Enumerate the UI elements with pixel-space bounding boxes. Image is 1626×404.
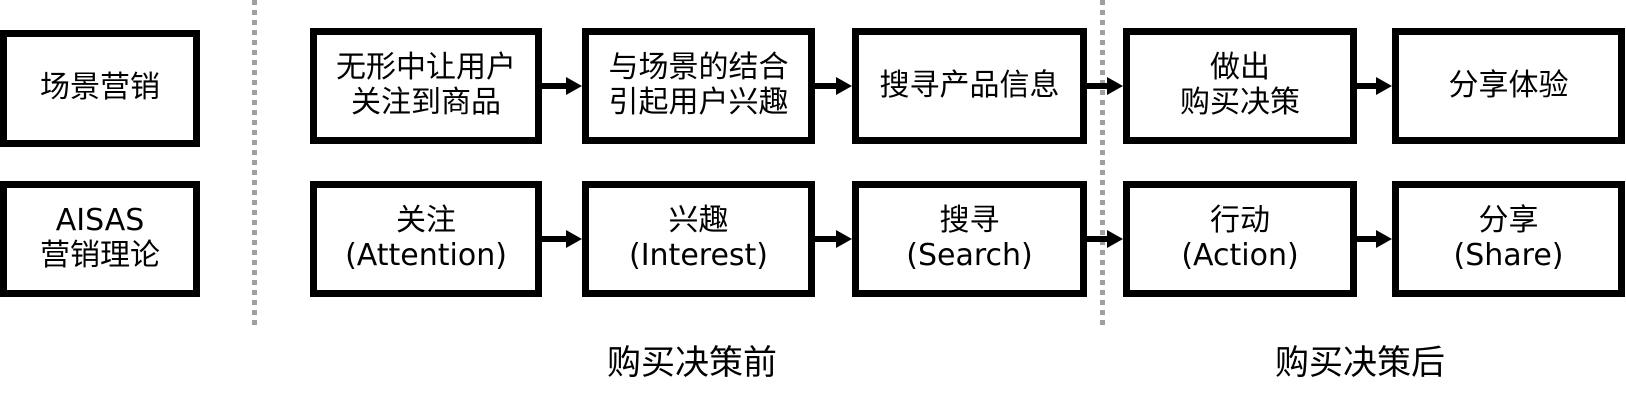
search-stage-line1: 搜寻 <box>939 203 1000 239</box>
attention-desc-box: 无形中让用户 关注到商品 <box>310 28 542 144</box>
attention-stage-line1: 关注 <box>396 203 456 239</box>
share-stage-line2: (Share) <box>1453 238 1564 273</box>
attention-desc-line2: 关注到商品 <box>351 85 501 120</box>
arrow-right-icon <box>815 230 852 248</box>
aisas-theory-box: AISAS 营销理论 <box>0 181 200 297</box>
arrow-right-icon <box>1357 77 1392 95</box>
action-stage-line1: 行动 <box>1210 203 1270 239</box>
aisas-theory-line2: 营销理论 <box>40 238 160 273</box>
action-stage-box: 行动 (Action) <box>1123 181 1357 297</box>
search-stage-box: 搜寻 (Search) <box>852 181 1087 297</box>
attention-desc-line1: 无形中让用户 <box>336 50 516 86</box>
attention-stage-line2: (Attention) <box>345 238 507 273</box>
pre-purchase-label: 购买决策前 <box>607 343 777 383</box>
interest-stage-line1: 兴趣 <box>668 203 729 239</box>
interest-desc-box: 与场景的结合 引起用户兴趣 <box>582 28 815 144</box>
share-desc-box: 分享体验 <box>1392 28 1625 144</box>
interest-desc-line1: 与场景的结合 <box>608 50 789 86</box>
attention-stage-box: 关注 (Attention) <box>310 181 542 297</box>
interest-stage-line2: (Interest) <box>628 238 768 273</box>
share-stage-line1: 分享 <box>1478 203 1539 239</box>
search-desc-line1: 搜寻产品信息 <box>879 67 1060 103</box>
post-purchase-label: 购买决策后 <box>1275 343 1445 383</box>
share-stage-box: 分享 (Share) <box>1392 181 1625 297</box>
action-desc-box: 做出 购买决策 <box>1123 28 1357 144</box>
arrow-right-icon <box>542 230 582 248</box>
scenario-marketing-box: 场景营销 <box>0 30 200 147</box>
arrow-right-icon <box>1087 230 1123 248</box>
post-purchase-divider-line <box>1100 0 1105 326</box>
action-desc-line1: 做出 <box>1210 50 1270 86</box>
arrow-right-icon <box>1087 77 1123 95</box>
arrow-right-icon <box>1357 230 1392 248</box>
scenario-marketing-label: 场景营销 <box>40 70 160 106</box>
action-stage-line2: (Action) <box>1181 238 1299 273</box>
arrow-right-icon <box>815 77 852 95</box>
pre-purchase-divider-line <box>252 0 257 326</box>
interest-desc-line2: 引起用户兴趣 <box>608 85 789 120</box>
arrow-right-icon <box>542 77 582 95</box>
search-stage-line2: (Search) <box>906 238 1033 273</box>
interest-stage-box: 兴趣 (Interest) <box>582 181 815 297</box>
aisas-theory-line1: AISAS <box>55 203 145 239</box>
search-desc-box: 搜寻产品信息 <box>852 28 1087 144</box>
action-desc-line2: 购买决策 <box>1180 85 1300 120</box>
share-desc-line1: 分享体验 <box>1448 67 1569 103</box>
